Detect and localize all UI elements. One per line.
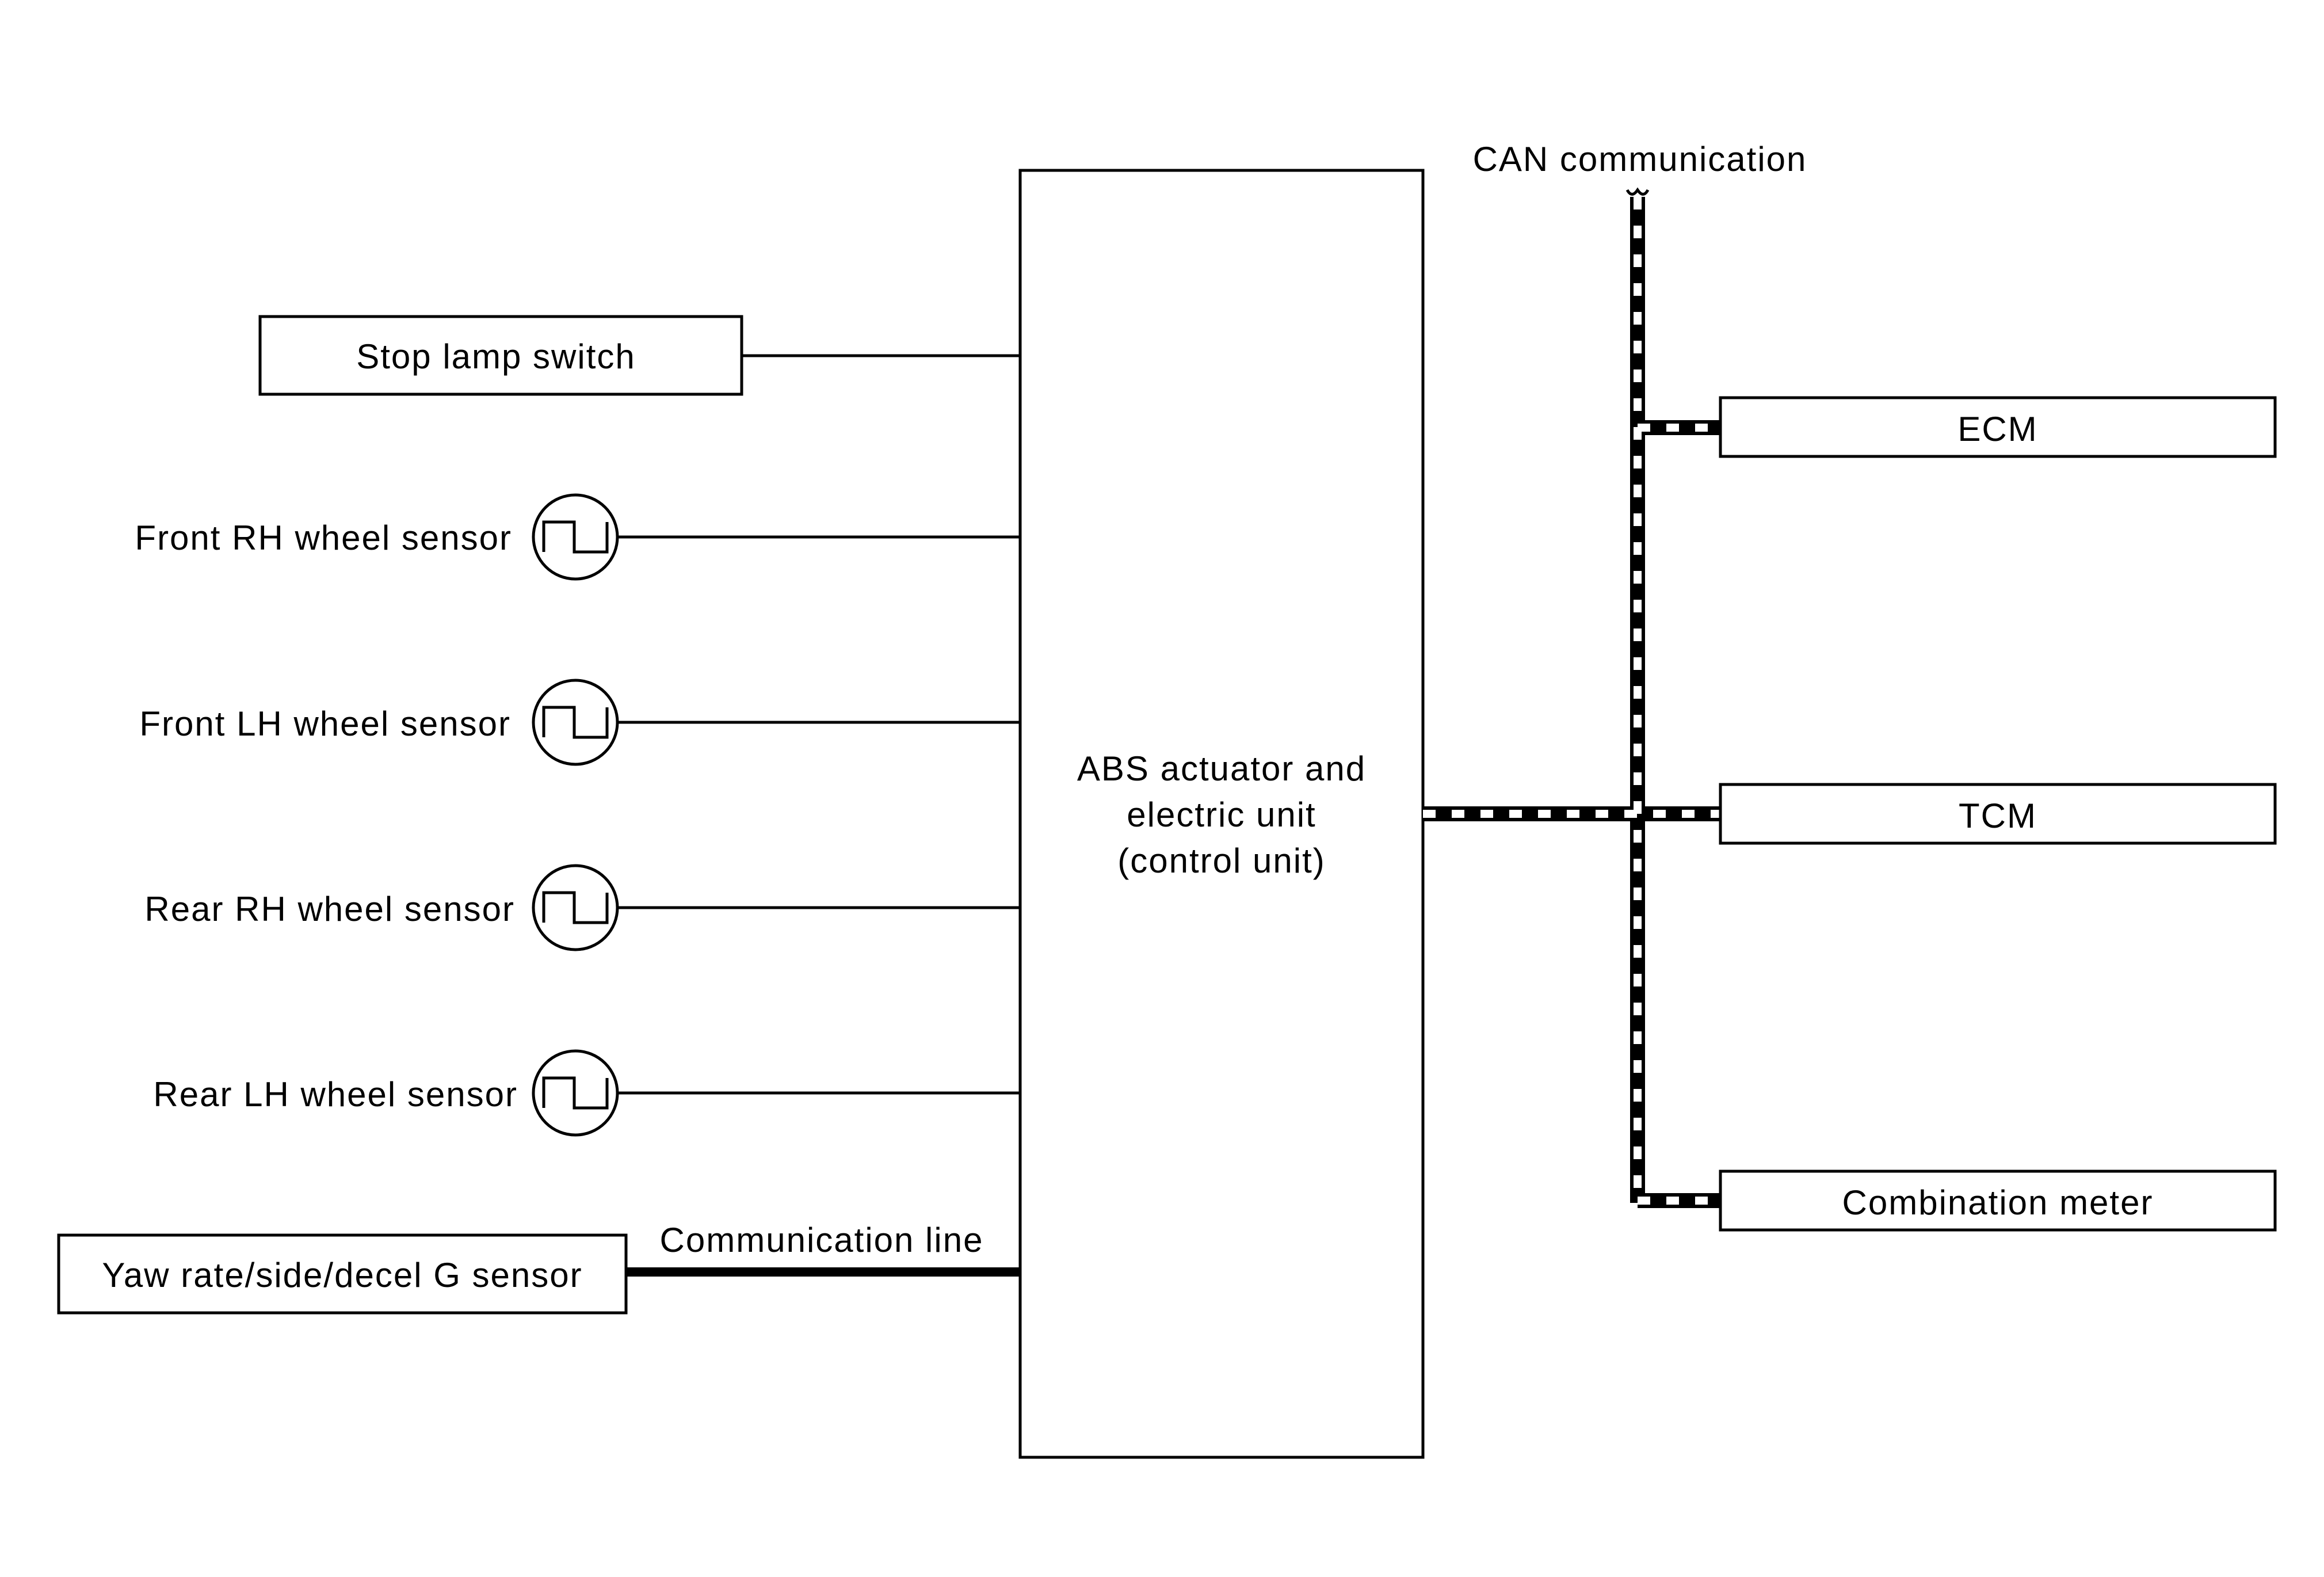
- tcm-box: [1719, 783, 2277, 845]
- control-unit-label-line3: (control unit): [1117, 841, 1325, 880]
- rear-lh-wheel-sensor-label: Rear LH wheel sensor: [153, 1075, 518, 1114]
- communication-line-label: Communication line: [660, 1221, 984, 1259]
- can-bus: [1423, 197, 1720, 1208]
- rear-rh-wheel-sensor-icon: [532, 864, 619, 951]
- combination-meter-label: Combination meter: [1842, 1183, 2154, 1222]
- front-lh-wheel-sensor-label: Front LH wheel sensor: [139, 704, 511, 743]
- tcm-label: TCM: [1959, 797, 2037, 835]
- front-rh-wheel-sensor-icon: [532, 493, 619, 581]
- can-label-brace: [1625, 187, 1650, 196]
- control-unit-label-line2: electric unit: [1127, 795, 1316, 834]
- can-communication-label: CAN communication: [1473, 140, 1807, 178]
- abs-control-unit-box: [1018, 169, 1425, 1459]
- yaw-rate-sensor-label: Yaw rate/side/decel G sensor: [102, 1256, 582, 1294]
- combination-meter-box: [1719, 1170, 2277, 1232]
- rear-lh-wheel-sensor-icon: [532, 1049, 619, 1137]
- front-rh-wheel-sensor-label: Front RH wheel sensor: [135, 519, 512, 557]
- control-unit-label-line1: ABS actuator and: [1077, 749, 1366, 788]
- ecm-box: [1719, 396, 2277, 458]
- rear-rh-wheel-sensor-label: Rear RH wheel sensor: [144, 890, 515, 928]
- stop-lamp-switch-label: Stop lamp switch: [356, 337, 636, 376]
- front-lh-wheel-sensor-icon: [532, 679, 619, 766]
- ecm-label: ECM: [1957, 410, 2037, 448]
- yaw-rate-sensor-box: [57, 1233, 628, 1315]
- stop-lamp-switch-box: [258, 315, 743, 396]
